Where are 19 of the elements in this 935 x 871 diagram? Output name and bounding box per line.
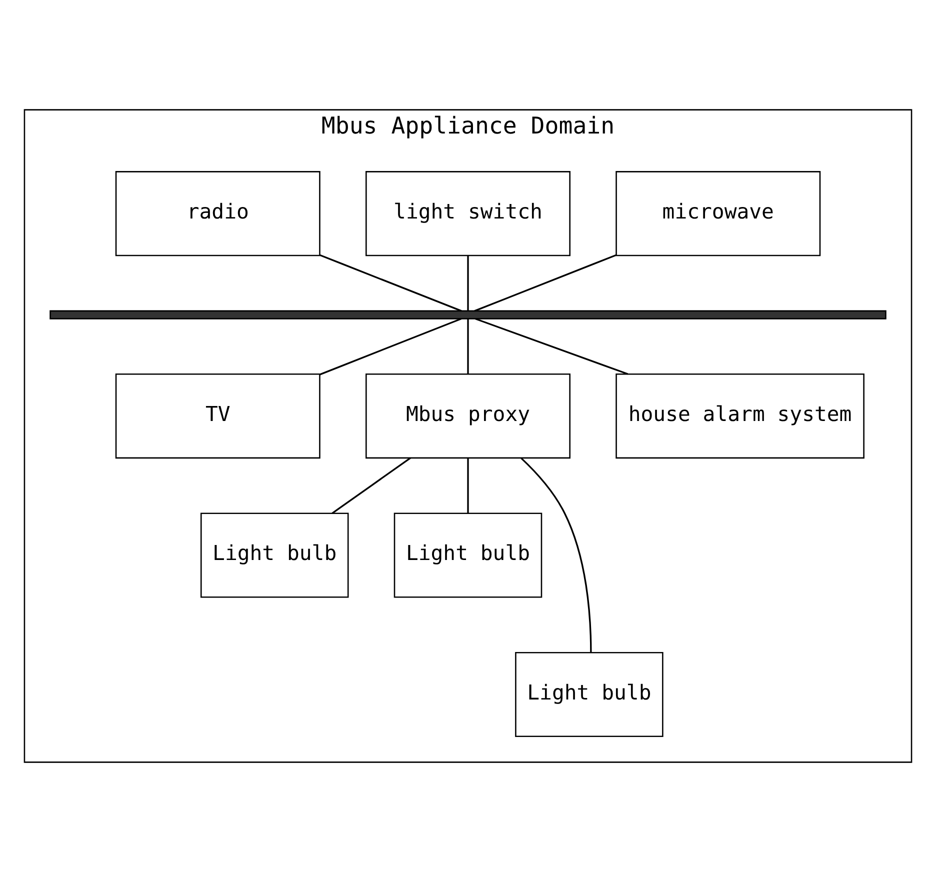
connector — [466, 318, 468, 374]
connector — [474, 254, 616, 312]
connector — [331, 456, 410, 514]
node-box: light switch — [365, 170, 570, 256]
node-box: radio — [114, 170, 320, 256]
connector — [474, 317, 628, 374]
connector — [318, 317, 462, 375]
node-box: Light bulb — [393, 512, 542, 598]
connector — [319, 254, 462, 312]
connector — [466, 255, 468, 310]
node-box: Mbus proxy — [365, 372, 570, 458]
node-bar — [49, 310, 886, 319]
node-box: microwave — [615, 170, 820, 256]
node-box: TV — [114, 372, 320, 458]
connector — [520, 457, 592, 652]
node-box: Light bulb — [514, 651, 663, 737]
node-box: Light bulb — [200, 512, 348, 598]
node-box: house alarm system — [615, 372, 864, 458]
connector — [466, 457, 468, 513]
